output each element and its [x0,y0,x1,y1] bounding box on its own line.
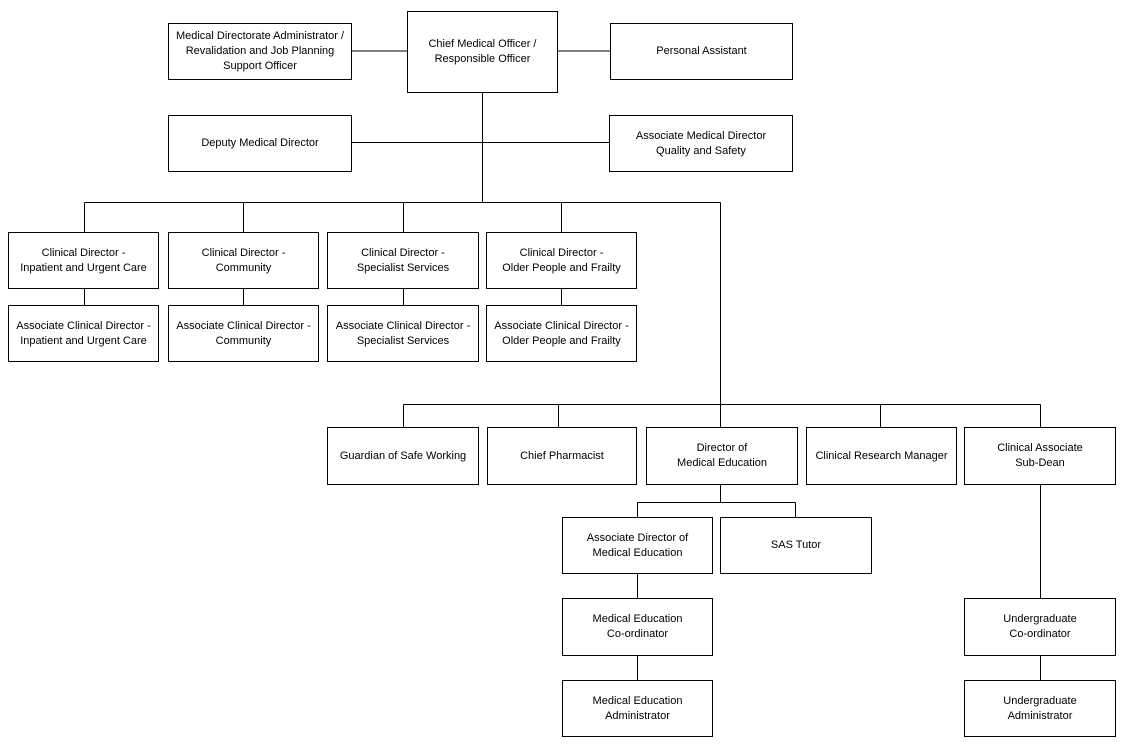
node-label: Medical Education Co-ordinator [592,613,683,640]
node-cd-community: Clinical Director - Community [168,232,319,289]
node-med-ed-coordinator: Medical Education Co-ordinator [562,598,713,656]
node-acd-inpatient: Associate Clinical Director - Inpatient … [8,305,159,362]
node-chief-medical-officer: Chief Medical Officer / Responsible Offi… [407,11,558,93]
node-med-ed-administrator: Medical Education Administrator [562,680,713,737]
node-acd-specialist: Associate Clinical Director - Specialist… [327,305,479,362]
node-label: Associate Clinical Director - Inpatient … [16,319,151,347]
node-label: Associate Clinical Director - Community [176,319,311,347]
node-label: Chief Medical Officer / Responsible Offi… [428,38,537,65]
node-label: Clinical Associate Sub-Dean [997,442,1083,469]
node-label: Guardian of Safe Working [339,449,467,462]
node-label: Associate Clinical Director - Older Peop… [494,319,629,347]
node-label: Chief Pharmacist [520,449,604,462]
node-acd-community: Associate Clinical Director - Community [168,305,319,362]
node-label: Medical Directorate Administrator / Reva… [175,30,345,72]
node-sas-tutor: SAS Tutor [720,517,872,574]
node-label: Associate Director of Medical Education [586,531,689,559]
node-chief-pharmacist: Chief Pharmacist [487,427,637,485]
node-label: Clinical Director - Inpatient and Urgent… [20,246,147,274]
node-deputy-medical-director: Deputy Medical Director [168,115,352,172]
node-directorate-administrator: Medical Directorate Administrator / Reva… [168,23,352,80]
node-label: Medical Education Administrator [592,694,683,722]
node-label: Director of Medical Education [677,442,767,469]
node-personal-assistant: Personal Assistant [610,23,793,80]
node-undergraduate-administrator: Undergraduate Administrator [964,680,1116,737]
node-label: Deputy Medical Director [201,137,319,149]
node-director-medical-education: Director of Medical Education [646,427,798,485]
node-label: Personal Assistant [656,45,747,57]
node-label: Undergraduate Administrator [1003,694,1077,722]
node-clinical-research-manager: Clinical Research Manager [806,427,957,485]
node-acd-older-people: Associate Clinical Director - Older Peop… [486,305,637,362]
node-label: SAS Tutor [770,539,822,551]
node-guardian-safe-working: Guardian of Safe Working [327,427,479,485]
node-label: Associate Medical Director Quality and S… [635,129,767,157]
node-label: Clinical Director - Specialist Services [356,246,450,274]
node-cd-older-people: Clinical Director - Older People and Fra… [486,232,637,289]
node-cd-inpatient: Clinical Director - Inpatient and Urgent… [8,232,159,289]
node-amd-quality-safety: Associate Medical Director Quality and S… [609,115,793,172]
node-clinical-associate-sub-dean: Clinical Associate Sub-Dean [964,427,1116,485]
node-label: Clinical Director - Older People and Fra… [502,246,621,274]
node-label: Clinical Director - Community [201,246,286,274]
node-associate-director-med-ed: Associate Director of Medical Education [562,517,713,574]
node-undergraduate-coordinator: Undergraduate Co-ordinator [964,598,1116,656]
node-cd-specialist: Clinical Director - Specialist Services [327,232,479,289]
node-label: Associate Clinical Director - Specialist… [335,319,471,347]
node-label: Undergraduate Co-ordinator [1003,613,1077,640]
node-label: Clinical Research Manager [815,449,948,462]
